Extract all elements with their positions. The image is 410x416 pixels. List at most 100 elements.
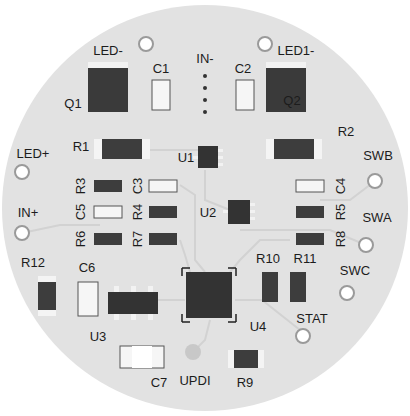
- part-label: R5: [334, 204, 347, 221]
- resistors: [38, 139, 324, 368]
- pin: [250, 210, 255, 213]
- part-label: C2: [235, 62, 252, 75]
- resistor-symbol: [38, 276, 56, 316]
- hole: [296, 329, 310, 343]
- resistor-symbol: [290, 272, 306, 302]
- pad: [228, 350, 234, 368]
- part-label: R8: [334, 231, 347, 248]
- pad: [38, 276, 56, 282]
- hole: [139, 37, 153, 51]
- resistor-symbol: [149, 206, 177, 218]
- via: [203, 110, 207, 114]
- pin: [114, 314, 119, 320]
- part-label: Q2: [283, 94, 300, 107]
- capacitor-symbol: [152, 80, 170, 110]
- resistor-symbol: [228, 350, 264, 368]
- part-label: IN+: [18, 206, 39, 219]
- hole: [15, 165, 29, 179]
- part-label: R3: [74, 178, 87, 195]
- pin: [218, 163, 223, 166]
- hole: [359, 238, 373, 252]
- part-label: C4: [334, 178, 347, 195]
- part-label: U1: [178, 151, 195, 164]
- capacitor-symbol: [120, 346, 164, 368]
- mosfet-symbol: [88, 68, 128, 112]
- capacitor-symbol: [78, 282, 98, 316]
- traces: [22, 150, 375, 350]
- resistor-symbol: [94, 180, 122, 192]
- trace: [235, 300, 300, 330]
- part-label: LED+: [17, 147, 50, 160]
- capacitor-body: [132, 346, 152, 368]
- part-label: R7: [131, 231, 144, 248]
- part-label: C7: [151, 376, 168, 389]
- pad: [314, 139, 322, 159]
- part-label: R10: [256, 252, 280, 265]
- part-label: R9: [237, 376, 254, 389]
- pin: [131, 286, 136, 292]
- pin: [218, 149, 223, 152]
- pin: [223, 210, 228, 213]
- capacitor-symbol: [296, 180, 324, 192]
- part-label: SWA: [362, 211, 391, 224]
- resistor-symbol: [296, 233, 324, 245]
- part-label: R12: [21, 256, 45, 269]
- part-label: R2: [338, 125, 355, 138]
- trace: [180, 240, 190, 272]
- pad: [258, 350, 264, 368]
- ic-symbol: [228, 200, 250, 224]
- part-label: C5: [74, 204, 87, 221]
- pin: [148, 314, 153, 320]
- ic-symbol: [198, 146, 218, 168]
- part-label: LED1-: [278, 44, 315, 57]
- capacitor-symbol: [236, 80, 254, 110]
- mosfets: [88, 62, 306, 112]
- part-label: STAT: [296, 312, 327, 325]
- hole: [258, 37, 272, 51]
- trace: [22, 225, 100, 233]
- resistor-symbol: [296, 206, 324, 218]
- pin: [250, 203, 255, 206]
- capacitors: [78, 80, 324, 368]
- part-label: SWC: [340, 264, 370, 277]
- pad: [142, 139, 150, 159]
- pad: [94, 139, 102, 159]
- pad: [88, 62, 128, 68]
- resistor-symbol: [94, 139, 150, 159]
- ics: [108, 146, 255, 322]
- part-label: U3: [90, 330, 107, 343]
- trace: [180, 185, 205, 272]
- trace: [320, 181, 375, 200]
- mounting-holes: [15, 37, 382, 360]
- part-label: R6: [74, 231, 87, 248]
- hole: [368, 174, 382, 188]
- pin: [250, 217, 255, 220]
- part-label: UPDI: [179, 374, 210, 387]
- pin: [148, 286, 153, 292]
- silkscreen-corner: [182, 268, 236, 322]
- resistor-symbol: [266, 139, 322, 159]
- part-label: U2: [200, 206, 217, 219]
- ic-symbol: [186, 272, 232, 318]
- part-label: Q1: [64, 97, 81, 110]
- ic-symbol: [108, 292, 158, 314]
- part-label: SWB: [363, 149, 393, 162]
- part-label: C1: [153, 62, 170, 75]
- mosfet-symbol: [266, 68, 306, 112]
- test-pad: [185, 344, 201, 360]
- hole: [15, 226, 29, 240]
- part-label: R4: [131, 204, 144, 221]
- part-label: R1: [73, 140, 90, 153]
- trace: [240, 230, 366, 245]
- resistor-symbol: [262, 272, 278, 302]
- part-label: C3: [131, 178, 144, 195]
- part-label: U4: [250, 320, 267, 333]
- pad: [266, 62, 306, 68]
- part-label: IN-: [196, 52, 213, 65]
- via: [203, 74, 207, 78]
- hole: [340, 286, 354, 300]
- pad: [38, 310, 56, 316]
- pin: [114, 286, 119, 292]
- trace: [205, 170, 230, 210]
- pin: [131, 314, 136, 320]
